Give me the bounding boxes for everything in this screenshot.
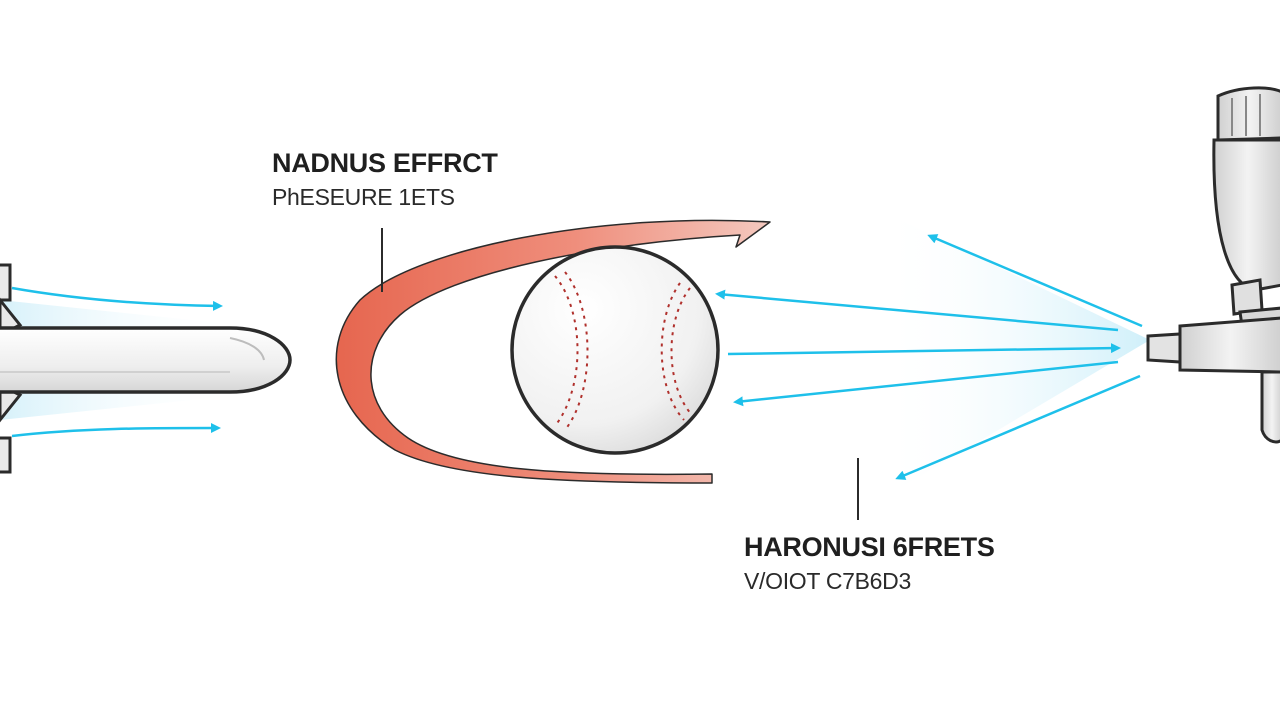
right-airflow xyxy=(715,220,1150,500)
spray-arrow xyxy=(895,374,1141,480)
bottom-label-title: HARONUSI 6FRETS xyxy=(744,532,995,562)
top-label-title: NADNUS EFFRCT xyxy=(272,148,498,178)
spray-arrow xyxy=(927,234,1143,328)
airflow-arrow xyxy=(11,423,221,438)
baseball-icon xyxy=(510,245,720,455)
top-label-subtitle: PhESEURE 1ETS xyxy=(272,184,455,210)
bottom-label-subtitle: V/OIOT C7B6D3 xyxy=(744,568,911,594)
rocket-icon xyxy=(0,263,292,474)
spray-arrow xyxy=(727,343,1121,356)
airflow-arrow xyxy=(11,286,223,311)
spray-gun-icon xyxy=(1146,86,1280,444)
spray-arrow xyxy=(733,360,1119,407)
spray-arrow xyxy=(715,289,1119,332)
